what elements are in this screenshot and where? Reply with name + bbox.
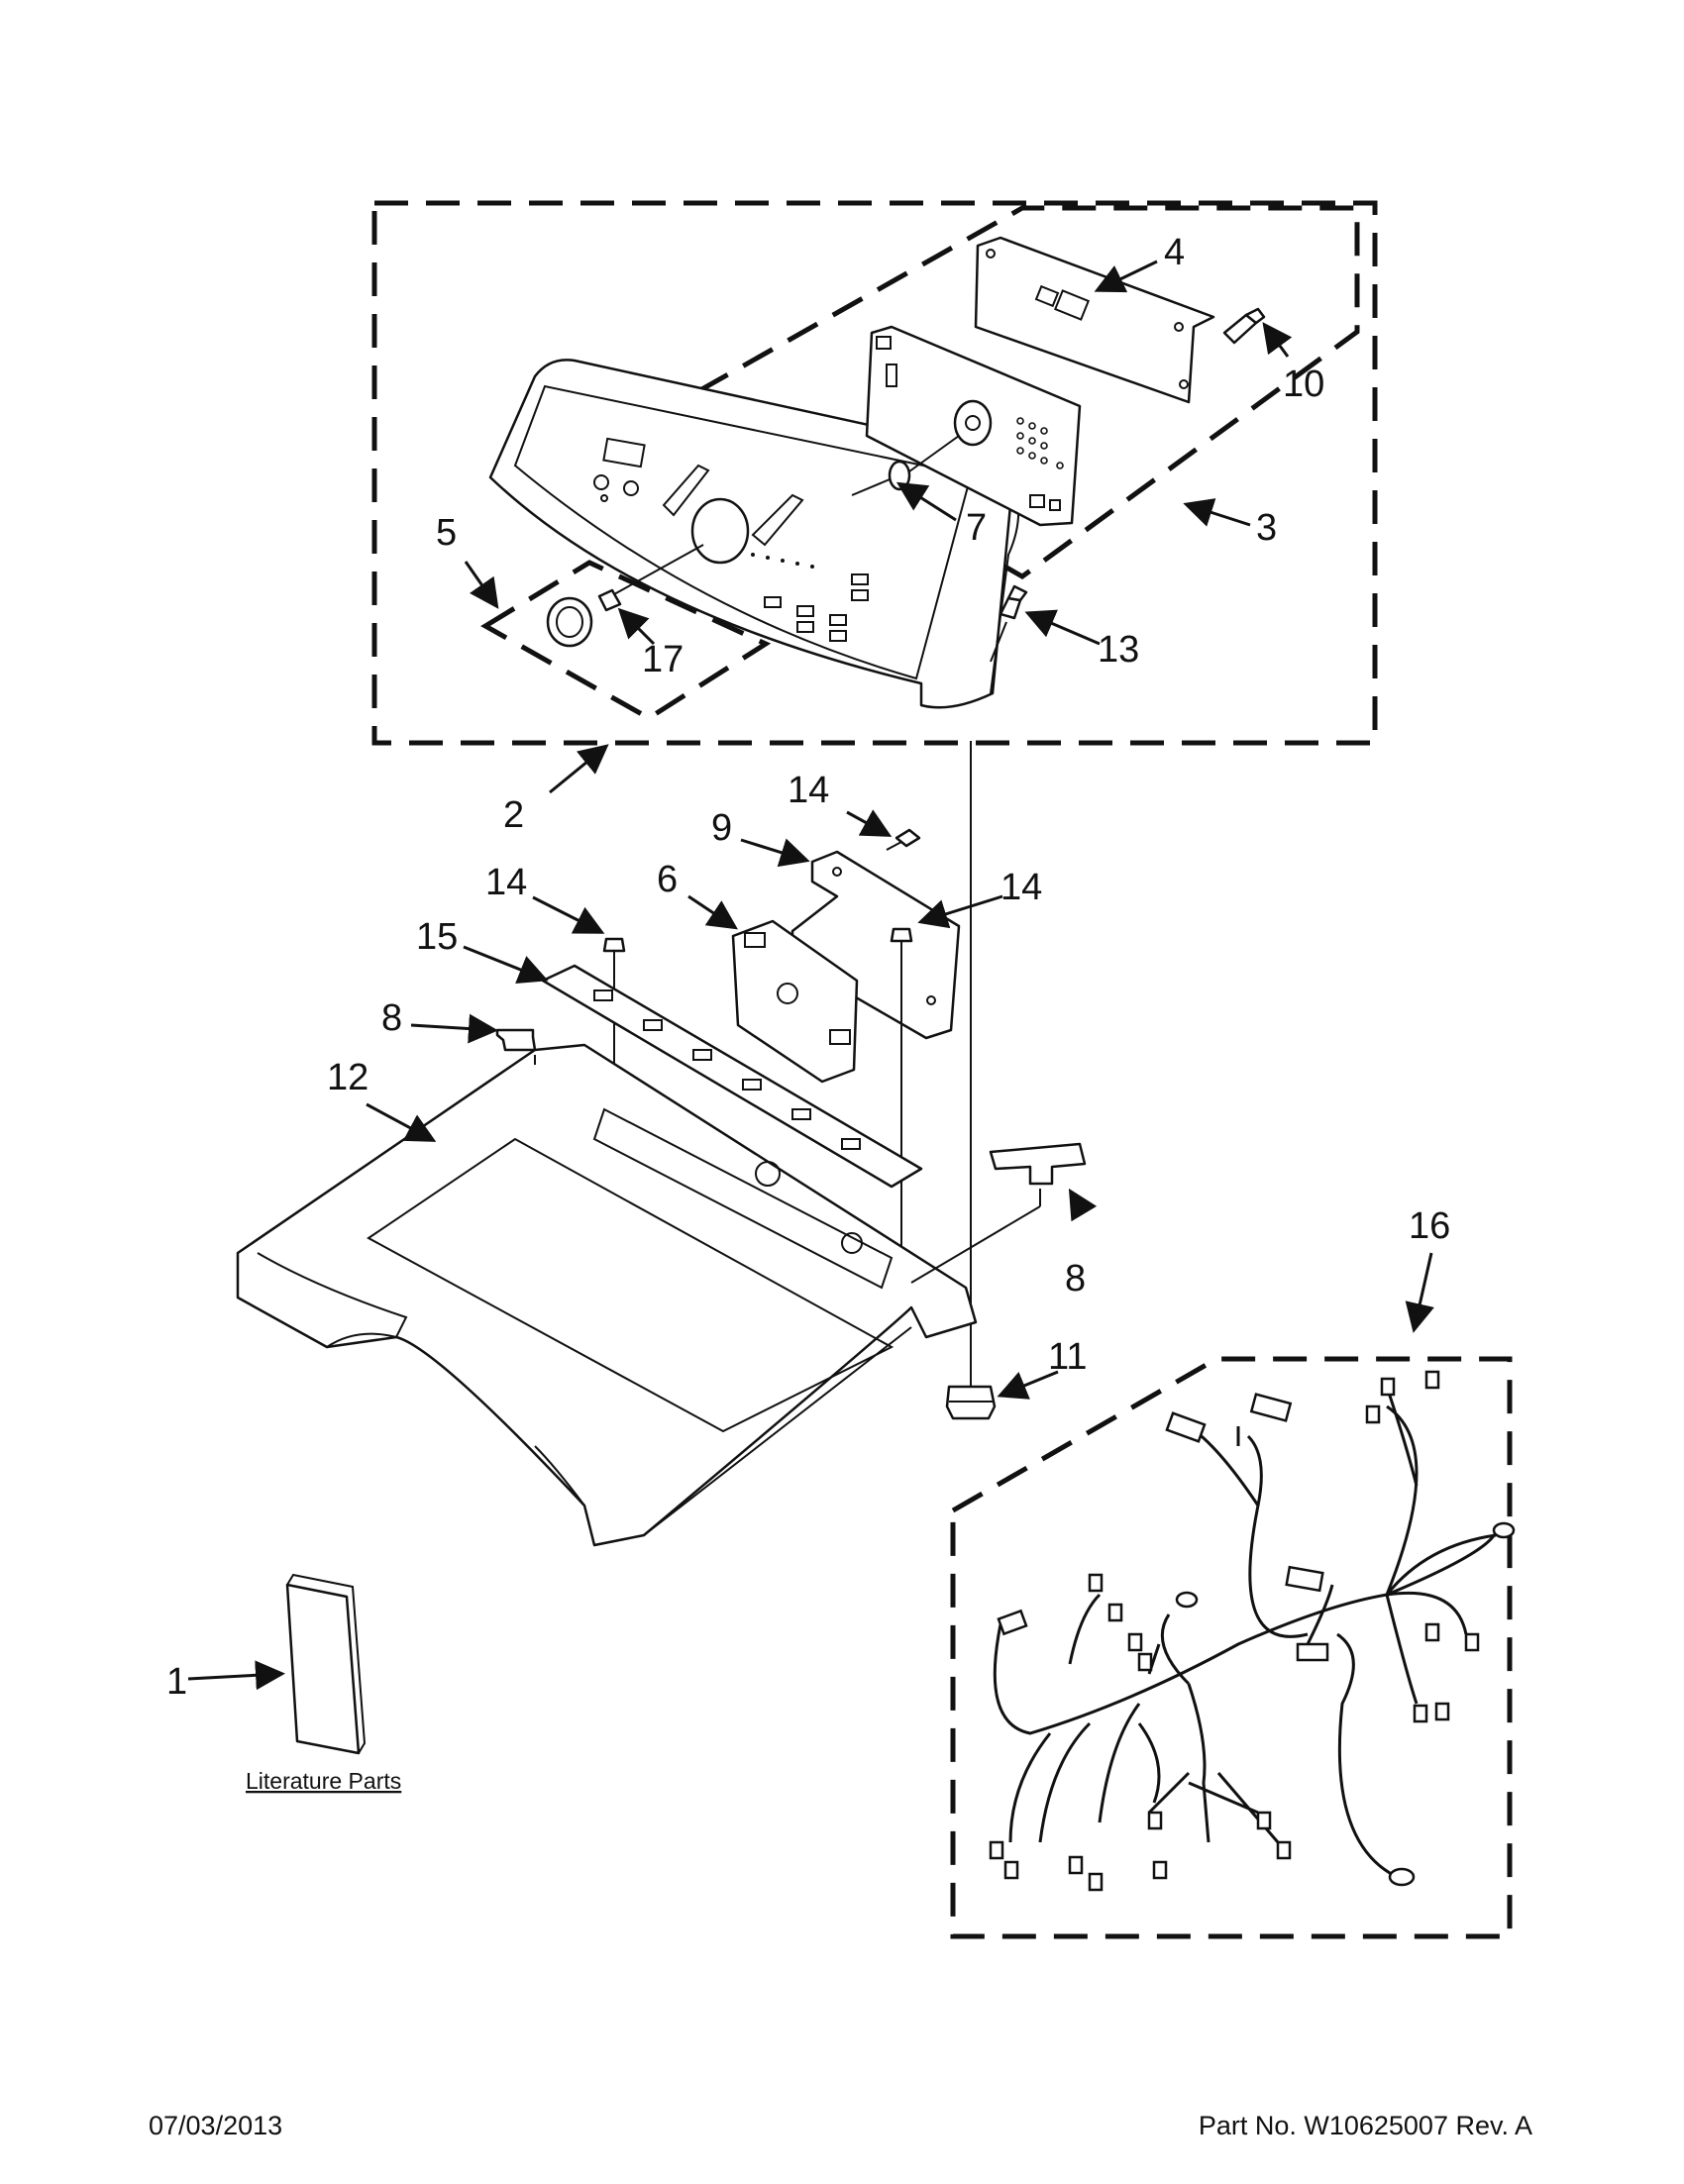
console-assembly-group xyxy=(371,200,1378,746)
callout-14-right: 14 xyxy=(1000,867,1042,908)
harness-strap-15 xyxy=(541,964,923,1189)
knob-5 xyxy=(546,596,593,648)
wire-harness xyxy=(993,1386,1499,1879)
knob-insert-17 xyxy=(597,544,704,612)
gasket-8-right xyxy=(989,1142,1087,1186)
callout-10: 10 xyxy=(1283,364,1324,405)
callout-6: 6 xyxy=(657,859,678,900)
callout-13: 13 xyxy=(1098,629,1139,671)
callout-16: 16 xyxy=(1409,1205,1450,1247)
foot-11 xyxy=(945,1385,997,1420)
washer-7 xyxy=(888,460,911,491)
user-interface-board xyxy=(865,325,1082,527)
callout-12: 12 xyxy=(327,1057,368,1098)
callout-labels: 1 2 3 4 5 6 7 8 8 9 10 11 12 13 14 14 14… xyxy=(166,232,1450,1703)
callout-5: 5 xyxy=(436,512,457,554)
callout-14-left: 14 xyxy=(485,862,527,903)
literature-parts-label: Literature Parts xyxy=(246,1768,401,1794)
callout-4: 4 xyxy=(1164,232,1185,273)
knob-assembly-boundary xyxy=(480,560,772,721)
wire-harness-boundary xyxy=(950,1356,1513,1939)
wire-harness-group-16 xyxy=(950,1356,1516,1939)
mounting-bracket-9 xyxy=(790,850,961,1040)
callout-8-right: 8 xyxy=(1065,1258,1086,1300)
console-assembly-boundary xyxy=(371,200,1378,746)
callout-7: 7 xyxy=(966,507,987,549)
footer-part-number: Part No. W10625007 Rev. A xyxy=(1199,2111,1532,2140)
console-housing xyxy=(488,359,1020,709)
callout-2: 2 xyxy=(503,794,524,836)
callout-8-left: 8 xyxy=(381,997,402,1039)
footer-date: 07/03/2013 xyxy=(149,2111,282,2140)
callout-17: 17 xyxy=(642,639,684,680)
callout-14-top: 14 xyxy=(788,770,829,811)
callout-3: 3 xyxy=(1256,507,1277,549)
literature-booklet-1 xyxy=(285,1573,367,1755)
screw-10 xyxy=(1222,307,1266,345)
leader-arrows xyxy=(187,260,1434,1691)
control-board-6 xyxy=(731,919,859,1084)
callout-1: 1 xyxy=(166,1661,187,1703)
screw-14-right xyxy=(890,927,913,1253)
callout-9: 9 xyxy=(711,807,732,849)
screw-13 xyxy=(990,584,1028,663)
control-bracket xyxy=(974,236,1215,404)
callout-15: 15 xyxy=(416,916,458,958)
screw-14-upper xyxy=(886,828,921,851)
harness-connectors xyxy=(989,1370,1516,1892)
top-cover-12 xyxy=(236,1043,978,1547)
gasket-8-left xyxy=(495,1028,537,1052)
callout-11: 11 xyxy=(1048,1336,1087,1378)
